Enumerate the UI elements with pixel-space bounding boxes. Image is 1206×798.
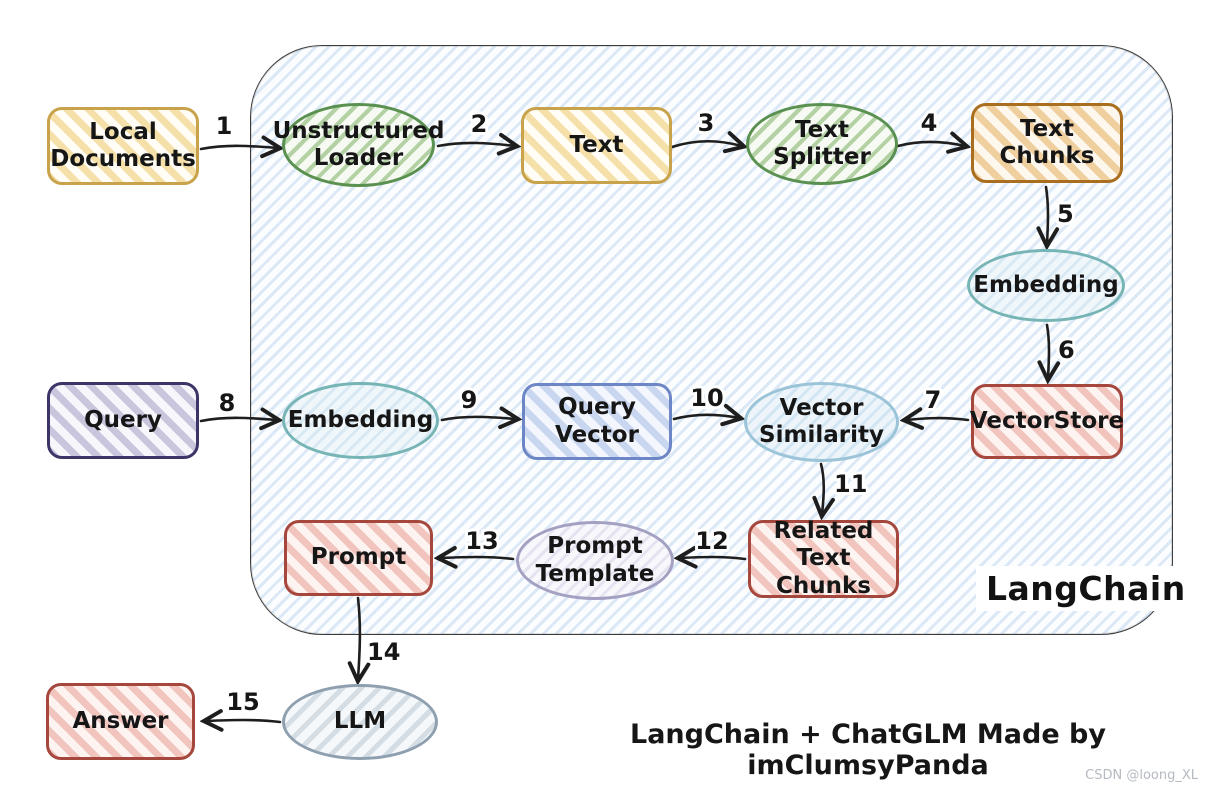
node-unstructured-loader: Unstructured Loader xyxy=(273,103,444,187)
edge-1-label: 1 xyxy=(216,112,233,140)
node-label-line: Text Chunks xyxy=(776,545,871,599)
node-label-line: Text xyxy=(1019,115,1075,142)
node-label-line: Embedding xyxy=(287,406,434,433)
node-label-line: Chunks xyxy=(999,143,1095,169)
node-answer: Answer xyxy=(46,683,195,760)
node-label-line: Related xyxy=(773,518,874,545)
node-vector-similarity: Vector Similarity xyxy=(744,382,899,462)
node-label-line: Prompt xyxy=(310,544,407,571)
edge-15-label: 15 xyxy=(226,688,259,716)
node-label-line: Text xyxy=(569,131,624,158)
node-prompt: Prompt xyxy=(284,520,433,596)
watermark-text: CSDN @loong_XL xyxy=(1085,768,1198,783)
node-label-line: Unstructured xyxy=(272,117,445,144)
node-prompt-template: Prompt Template xyxy=(516,521,674,600)
node-label-line: Local xyxy=(89,118,157,145)
caption-text: LangChain + ChatGLM Made by imClumsyPand… xyxy=(630,719,1106,781)
node-label-line: Text xyxy=(794,116,850,143)
node-label-line: Loader xyxy=(313,145,404,171)
node-query: Query xyxy=(47,382,199,459)
node-label-line: Prompt xyxy=(547,533,643,560)
node-label-line: LLM xyxy=(333,708,387,735)
node-text: Text xyxy=(521,107,672,184)
node-related-text-chunks: Related Text Chunks xyxy=(748,518,899,599)
node-label-line: Answer xyxy=(72,707,169,734)
node-label-line: Embedding xyxy=(973,271,1119,298)
node-label-line: VectorStore xyxy=(969,407,1125,434)
edge-15-arrow xyxy=(206,720,282,722)
node-text-chunks: Text Chunks xyxy=(971,103,1123,183)
node-llm: LLM xyxy=(282,684,438,760)
edge-14-label: 14 xyxy=(367,638,400,666)
node-embedding-top: Embedding xyxy=(967,249,1125,322)
node-label-line: Documents xyxy=(50,146,196,172)
node-query-vector: Query Vector xyxy=(522,383,672,460)
edge-8-label: 8 xyxy=(219,389,236,417)
node-label-line: Query xyxy=(84,406,162,433)
node-label-line: Query xyxy=(558,394,636,421)
container-title: LangChain xyxy=(976,566,1196,611)
node-label-line: Splitter xyxy=(773,144,871,170)
node-label-line: Similarity xyxy=(759,422,884,448)
node-local-documents: Local Documents xyxy=(47,107,199,185)
node-label-line: Vector xyxy=(555,421,639,448)
node-text-splitter: Text Splitter xyxy=(746,103,898,185)
node-vectorstore: VectorStore xyxy=(969,384,1125,459)
node-label-line: Vector xyxy=(779,394,864,421)
node-embedding-query: Embedding xyxy=(282,382,439,459)
node-label-line: Template xyxy=(535,560,655,587)
